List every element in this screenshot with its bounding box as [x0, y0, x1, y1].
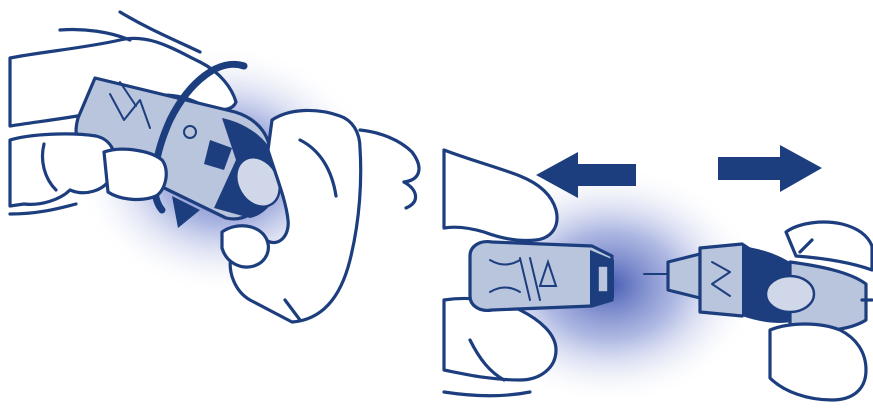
panel-twist-off-cap — [10, 12, 419, 322]
left-hand-holding-cap — [444, 150, 557, 241]
lancet-cap — [470, 242, 614, 311]
panel-pull-apart — [444, 145, 872, 405]
arrow-right-icon — [718, 145, 822, 192]
